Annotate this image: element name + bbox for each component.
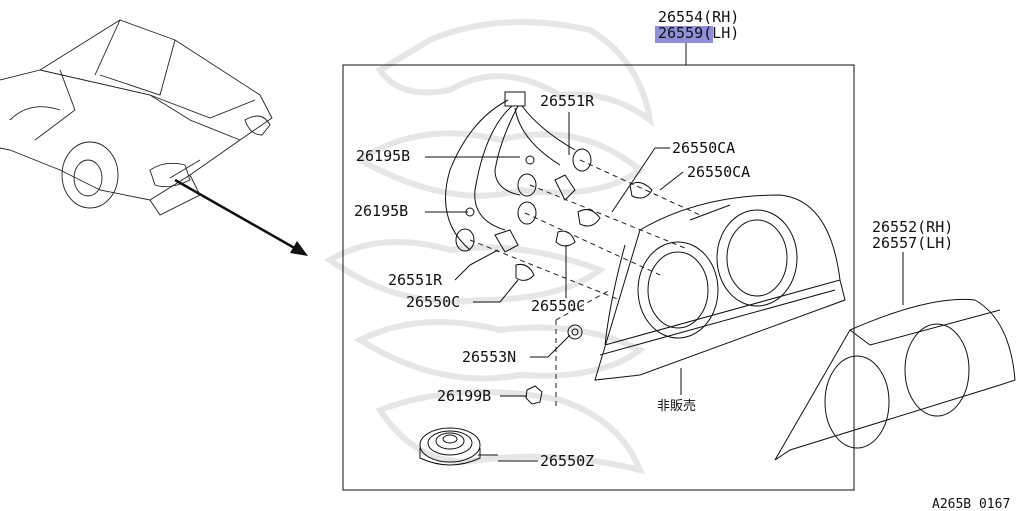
bulbs [515, 181, 653, 281]
label-lens-lh: 26557(LH) [872, 234, 953, 252]
car-illustration [0, 19, 273, 216]
label-bulb-c-mid: 26550C [531, 297, 585, 315]
label-assembly-rh: 26554(RH) [658, 8, 739, 26]
harness-coil [419, 427, 498, 466]
label-bulb-c-low: 26550C [406, 293, 460, 311]
label-assembly-lh[interactable]: 26559(LH) [658, 24, 739, 42]
wiring-harness [445, 91, 576, 251]
label-nut-b: 26199B [437, 387, 491, 405]
highlight-box [655, 26, 713, 43]
pointer-arrow [174, 178, 308, 256]
label-lens-rh: 26552(RH) [872, 218, 953, 236]
dashed-alignment-lines [469, 159, 701, 410]
label-screw-mid: 26195B [354, 202, 408, 220]
assembly-frame [342, 64, 855, 491]
diagram-code: A265B 0167 [932, 497, 1010, 511]
socket-group-upper [455, 148, 592, 253]
label-bulb-ca-2: 26550CA [687, 163, 750, 181]
outer-lens [774, 298, 1016, 461]
label-nut-n: 26553N [462, 348, 516, 366]
label-screw-top: 26195B [356, 147, 410, 165]
label-socket-r-low: 26551R [388, 271, 443, 289]
label-not-sold: 非販売 [657, 398, 696, 414]
label-bulb-ca-1: 26550CA [672, 139, 735, 157]
leader-lines [425, 112, 904, 462]
label-harness: 26550Z [540, 452, 594, 470]
nuts [525, 324, 583, 405]
watermark-emblem [324, 19, 655, 475]
label-socket-r-top: 26551R [540, 92, 595, 110]
tail-lamp-housing [594, 194, 846, 381]
